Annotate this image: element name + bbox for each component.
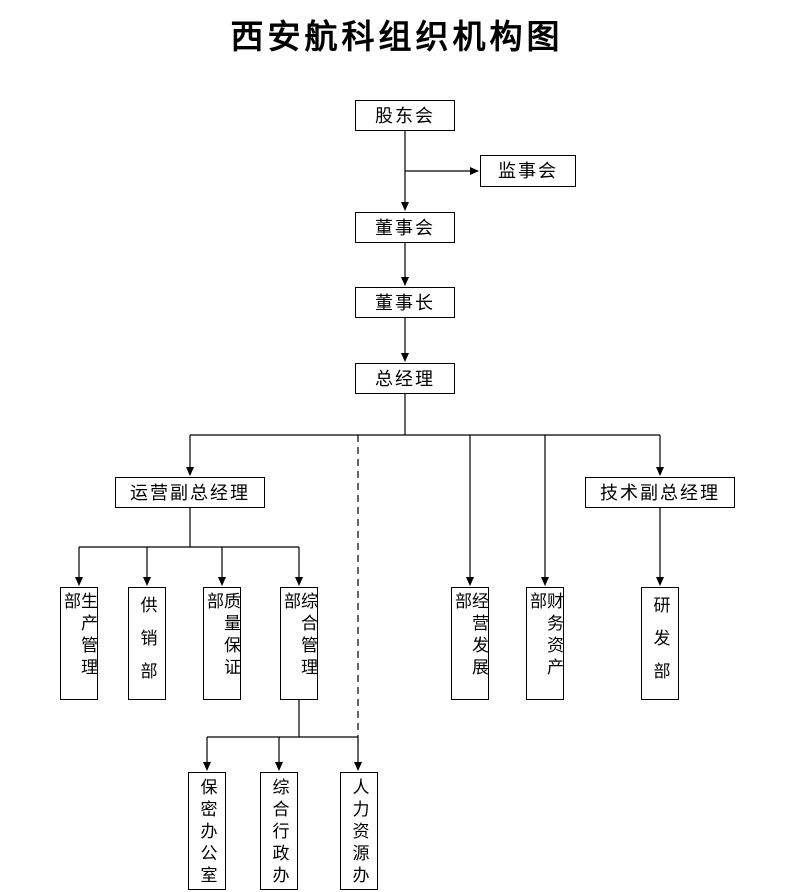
node-finance-assets-dept: 财务资产部: [526, 587, 564, 700]
node-ops-deputy-gm: 运营副总经理: [115, 477, 265, 508]
node-admin-office: 综合行政办: [260, 772, 298, 890]
node-board-of-directors: 董事会: [355, 212, 455, 243]
node-tech-deputy-gm: 技术副总经理: [585, 477, 735, 508]
node-hr-office: 人力资源办: [340, 772, 378, 890]
node-chairman: 董事长: [355, 287, 455, 318]
node-business-dev-dept: 经营发展部: [451, 587, 489, 700]
node-quality-assurance-dept: 质量保证部: [203, 587, 241, 700]
solid-connectors: [75, 131, 664, 771]
chart-title: 西安航科组织机构图: [230, 20, 564, 56]
node-rnd-dept: 研发部: [641, 587, 679, 700]
node-general-mgmt-dept: 综合管理部: [280, 587, 318, 700]
node-supervisory-board: 监事会: [480, 155, 576, 187]
node-production-mgmt-dept: 生产管理部: [60, 587, 98, 700]
node-shareholders: 股东会: [355, 100, 455, 131]
node-confidentiality-office: 保密办公室: [188, 772, 226, 890]
node-supply-sales-dept: 供销部: [128, 587, 166, 700]
node-general-manager: 总经理: [355, 363, 455, 394]
